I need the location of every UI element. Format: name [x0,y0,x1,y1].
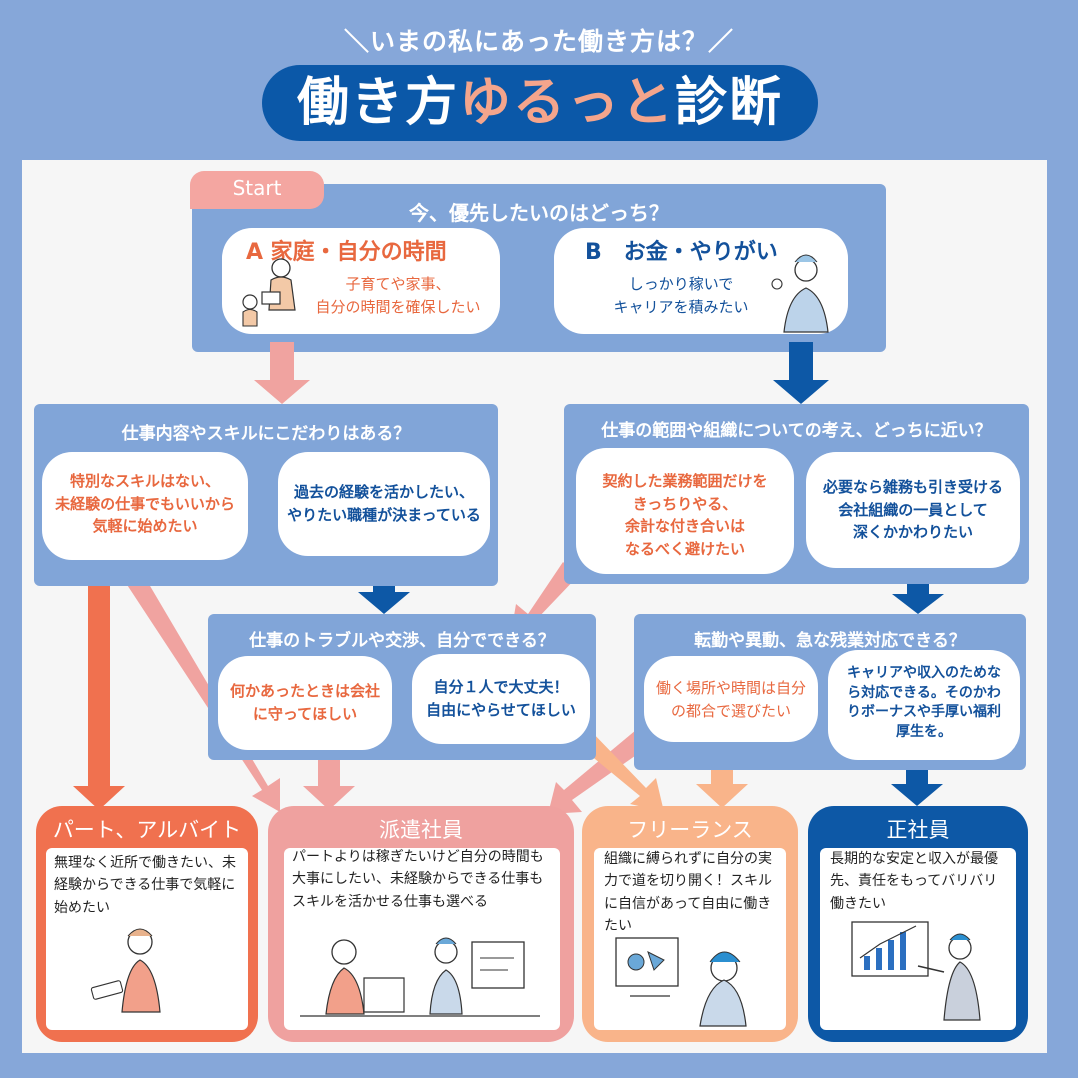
transfer-opt2-line2: ら対応できる。そのかわ [847,684,1001,701]
result-seishain-title: 正社員 [886,818,950,842]
option-b-title: B お金・やりがい [585,240,778,265]
skill-option-1-card[interactable] [42,452,248,560]
scope-question: 仕事の範囲や組織についての考え、どっちに近い？ [601,421,992,441]
trouble-opt2-line1: 自分１人で大丈夫！ [433,678,569,696]
option-b-line1: しっかり稼いで [628,275,734,293]
result-part-title: パート、アルバイト [52,818,242,842]
option-b-line2: キャリアを積みたい [613,298,749,317]
option-b-desc: しっかり稼いでキャリアを積みたい [586,273,776,320]
result-haken-title: 派遣社員 [379,818,463,842]
skill-option-2-card[interactable] [278,452,490,556]
transfer-option-2-text: キャリアや収入のためなら対応できる。そのかわりボーナスや手厚い福利厚生を。 [828,664,1020,742]
trouble-opt1-line2: に守ってほしい [252,704,358,723]
result-part-desc: 無理なく近所で働きたい、未経験からできる仕事で気軽に始めたい [54,855,236,916]
trouble-option-1-text: 何かあったときは会社に守ってほしい [218,680,392,725]
result-freelance-title: フリーランス [627,818,753,842]
scope-option-2-card[interactable] [806,452,1020,568]
transfer-option-1-text: 働く場所や時間は自分の都合で選びたい [644,677,818,722]
trouble-option-1-card[interactable] [218,656,392,750]
option-a-line1: 子育てや家事、 [345,275,451,293]
skill-opt1-line1: 特別なスキルはない、 [69,472,220,490]
transfer-question: 転勤や異動、急な残業対応できる？ [694,631,966,651]
result-seishain-desc: 長期的な安定と収入が最優先、責任をもってバリバリ働きたい [830,851,998,912]
transfer-option-2-card[interactable] [828,650,1020,760]
option-a-card[interactable] [222,228,500,334]
option-a-line2: 自分の時間を確保したい [315,298,481,317]
scope-opt2-line3: 深くかかわりたい [852,523,973,541]
scope-opt1-line4: なるべく避けたい [624,539,745,558]
scope-opt1-line3: 余計な付き合いは [624,517,745,535]
transfer-opt2-line4: 厚生を。 [896,723,952,740]
title-pill [262,65,818,141]
result-haken-desc: パートよりは稼ぎたいけど自分の時間も大事にしたい、未経験からできる仕事もスキルを… [292,849,544,910]
start-label: Start [232,176,282,200]
subtitle: ＼いまの私にあった働き方は？／ [343,27,734,56]
option-a-desc: 子育てや家事、自分の時間を確保したい [300,273,496,320]
trouble-question: 仕事のトラブルや交渉、自分でできる？ [249,631,555,651]
transfer-opt2-line1: キャリアや収入のためな [847,665,1001,681]
scope-opt1-line2: きっちりやる、 [632,494,738,513]
result-freelance-desc: 組織に縛られずに自分の実力で道を切り開く！スキルに自信があって自由に働きたい [604,851,772,935]
trouble-option-2-text: 自分１人で大丈夫！ 自由にやらせてほしい [412,676,590,721]
scope-opt2-line1: 必要なら雑務も引き受ける [822,478,1003,496]
scope-opt1-line1: 契約した業務範囲だけを [602,472,768,490]
skill-opt2-line1: 過去の経験を活かしたい、 [293,483,474,501]
trouble-opt2-line2: 自由にやらせてほしい [426,700,576,719]
skill-option-1-text: 特別なスキルはない、未経験の仕事でもいいから気軽に始めたい [42,470,248,538]
skill-opt1-line3: 気軽に始めたい [92,517,198,535]
title-part-1: 働き方 [296,73,459,133]
trouble-opt1-line1: 何かあったときは会社 [229,682,380,700]
scope-opt2-line2: 会社組織の一員として [838,500,988,519]
transfer-opt1-line2: の都合で選びたい [670,701,791,720]
start-question: 今、優先したいのはどっち？ [409,201,669,225]
skill-opt1-line2: 未経験の仕事でもいいから [55,494,235,513]
option-a-title: A 家庭・自分の時間 [246,240,447,265]
scope-option-2-text: 必要なら雑務も引き受ける会社組織の一員として深くかかわりたい [806,476,1020,544]
transfer-opt1-line1: 働く場所や時間は自分 [655,679,806,697]
scope-option-1-text: 契約した業務範囲だけをきっちりやる、余計な付き合いはなるべく避けたい [576,470,794,560]
skill-question: 仕事内容やスキルにこだわりはある？ [121,424,411,444]
skill-opt2-line2: やりたい職種が決まっている [287,505,481,524]
page-title: 働き方ゆるっと診断 [262,70,818,136]
transfer-option-1-card[interactable] [644,656,818,742]
trouble-option-2-card[interactable] [412,654,590,744]
start-tag [190,171,324,209]
title-part-3: 診断 [675,73,784,133]
title-part-2: ゆるっと [458,73,675,133]
scope-option-1-card[interactable] [576,448,794,574]
transfer-opt2-line3: りボーナスや手厚い福利 [847,704,1001,721]
skill-option-2-text: 過去の経験を活かしたい、やりたい職種が決まっている [278,481,490,526]
